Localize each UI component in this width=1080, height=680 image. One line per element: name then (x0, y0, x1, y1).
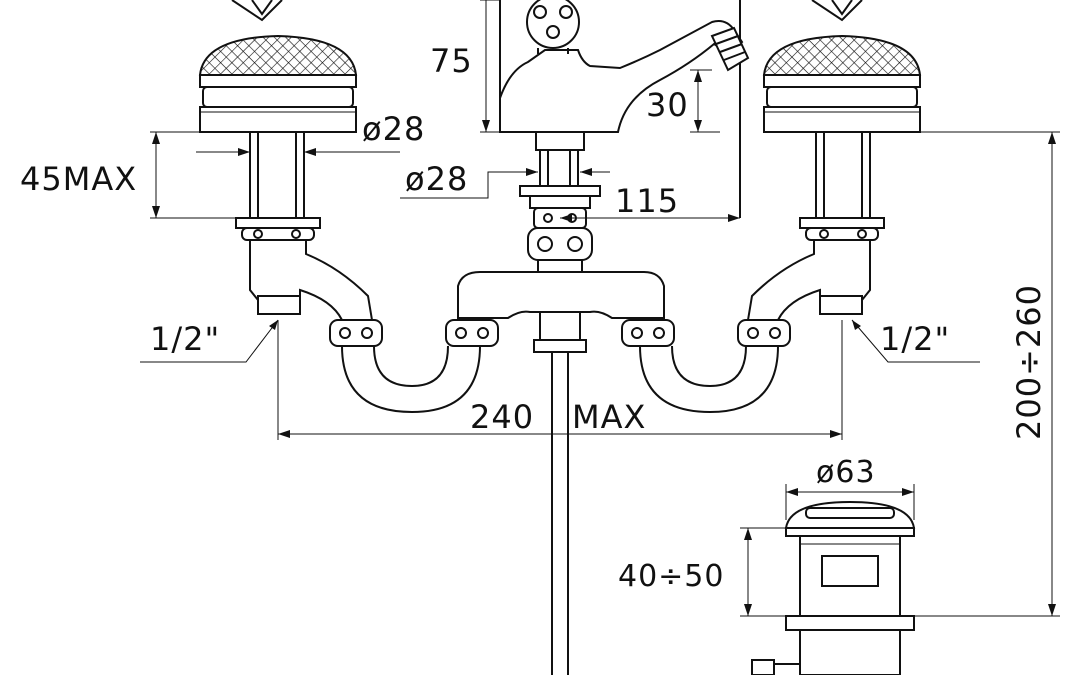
left-body (249, 239, 499, 414)
left-stem (235, 132, 321, 241)
right-knurled-cap (762, 34, 922, 76)
dimension-lines (140, 0, 1060, 617)
dim-half-inch-right: 1/2" (880, 320, 950, 358)
center-spout (499, 0, 750, 218)
dim-30: 30 (646, 86, 689, 124)
lever-hub (526, 0, 580, 49)
left-knurled-cap (198, 34, 358, 76)
right-body (621, 239, 871, 414)
right-inlet-half-inch (819, 295, 863, 315)
center-shank (519, 131, 601, 275)
dim-40-50: 40÷50 (618, 559, 724, 594)
dim-240: 240 (470, 398, 534, 436)
spout-body (499, 20, 744, 133)
dimension-labels: 75 30 ø28 45MAX ø28 115 1/2" 1/2" 240 MA… (20, 42, 1048, 594)
dim-half-inch-left: 1/2" (150, 320, 220, 358)
left-handle (198, 0, 358, 133)
popup-waste (751, 500, 916, 676)
left-hose-nut (329, 319, 383, 347)
right-handle (762, 0, 922, 133)
dim-200-260: 200÷260 (1010, 284, 1048, 440)
dim-28-lower: ø28 (405, 160, 468, 198)
dim-28-upper: ø28 (362, 110, 425, 148)
dim-75: 75 (430, 42, 473, 80)
outlet-nut (533, 339, 587, 353)
dim-115: 115 (615, 182, 679, 220)
dim-63: ø63 (816, 455, 876, 490)
left-cap-ring (199, 74, 357, 88)
left-inlet-half-inch (257, 295, 301, 315)
right-hose-nut (737, 319, 791, 347)
dim-240-max: MAX (572, 398, 646, 436)
dim-45max: 45MAX (20, 160, 137, 198)
mixer-body (457, 271, 665, 675)
right-stem (799, 132, 885, 241)
